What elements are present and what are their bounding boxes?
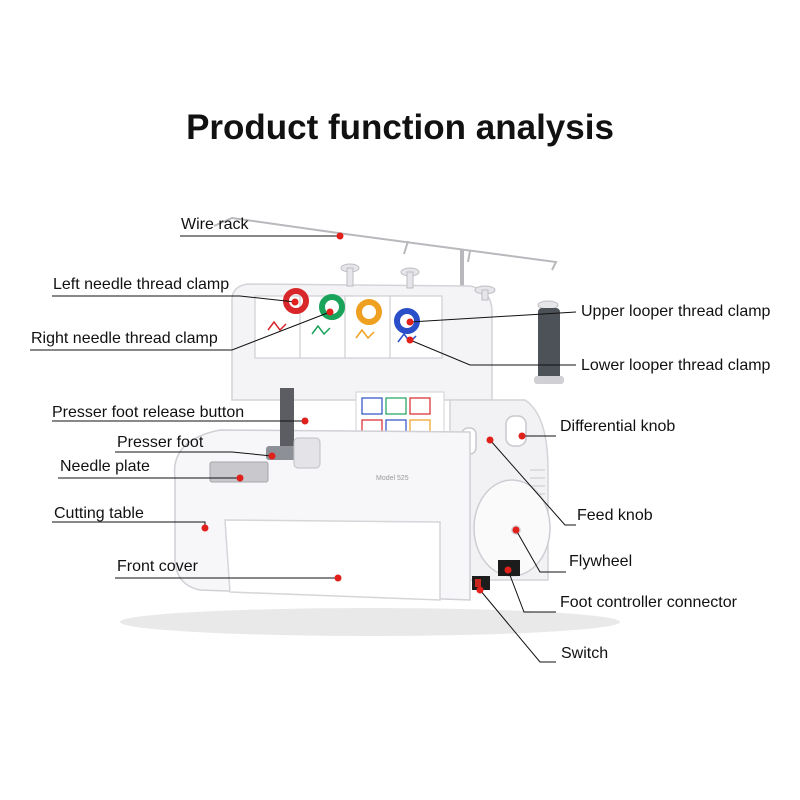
presser-foot-assembly — [266, 388, 321, 469]
label-feed-knob: Feed knob — [577, 507, 653, 524]
front-cover — [224, 519, 441, 601]
label-foot-controller-connector: Foot controller connector — [560, 594, 737, 611]
spool-pins — [340, 263, 559, 310]
label-front-cover: Front cover — [117, 558, 198, 575]
label-needle-plate: Needle plate — [60, 458, 150, 475]
marker-dots — [201, 232, 526, 594]
label-switch: Switch — [561, 645, 609, 662]
thread-spool — [534, 308, 564, 384]
model-plate: Model 525 — [376, 475, 409, 482]
leader-lines — [30, 235, 577, 663]
label-differential-knob: Differential knob — [560, 418, 676, 435]
needle-plate — [209, 461, 269, 483]
label-lower-looper-thread-clamp: Lower looper thread clamp — [581, 357, 771, 374]
thread-clamp-panels — [254, 295, 443, 359]
label-flywheel: Flywheel — [569, 553, 633, 570]
label-left-needle-thread-clamp: Left needle thread clamp — [53, 276, 230, 293]
page-title: Product function analysis — [186, 108, 614, 147]
label-presser-foot-release-button: Presser foot release button — [52, 404, 245, 421]
label-wire-rack: Wire rack — [181, 216, 249, 233]
label-cutting-table: Cutting table — [54, 505, 144, 522]
label-right-needle-thread-clamp: Right needle thread clamp — [31, 330, 218, 347]
label-presser-foot: Presser foot — [117, 434, 204, 451]
machine-shadow — [120, 608, 620, 636]
panel-diagrams — [267, 320, 417, 344]
label-upper-looper-thread-clamp: Upper looper thread clamp — [581, 303, 771, 320]
flywheel — [473, 479, 551, 577]
